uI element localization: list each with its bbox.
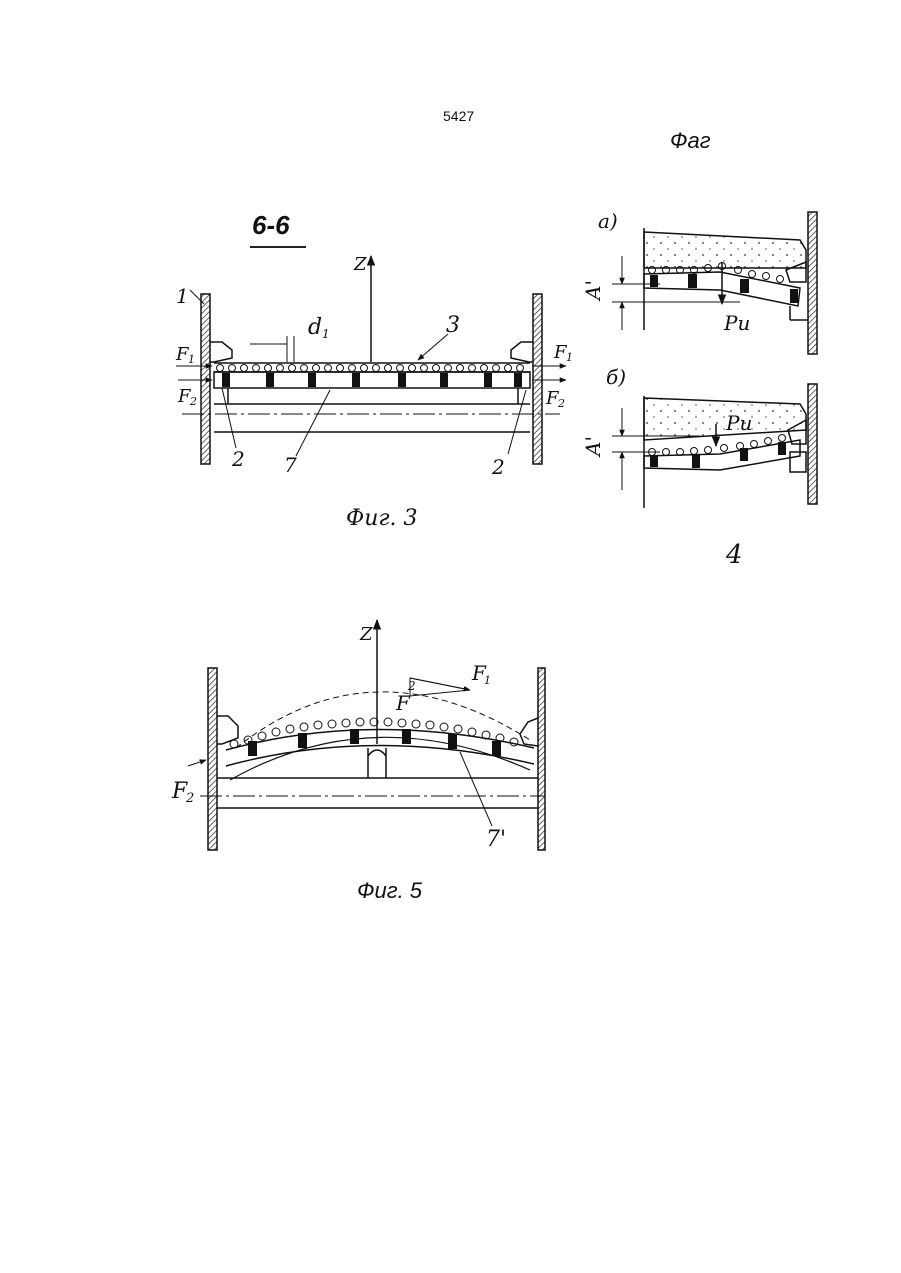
fig3-label-2-right: 2 [491, 455, 505, 479]
figure-5-drawing [188, 620, 545, 850]
fig5-left-wall [208, 668, 217, 850]
fig3-label-7: 7 [284, 453, 297, 477]
fig4-label-pu-bottom: Pu [725, 411, 752, 435]
fig3-right-seal [511, 342, 533, 362]
fig5-label-f2-sup: 2 [407, 679, 416, 693]
fig5-original-position [236, 692, 530, 748]
fig3-label-d: d [308, 315, 322, 340]
fig5-label-f2: F [395, 691, 411, 715]
fig3-label-f1-left-sub: 1 [188, 353, 195, 366]
figure-4a-drawing [612, 212, 817, 354]
fig3-right-wall [533, 294, 542, 464]
fig4b-beam [644, 440, 800, 470]
fig4-label-a-bottom: A' [581, 436, 605, 458]
figure-4b-drawing [612, 384, 817, 508]
fig4b-filling [644, 398, 806, 440]
fig5-label-z: Z [359, 624, 373, 645]
fig3-label-z: Z [353, 254, 367, 275]
fig4-label-pu-top: Pu [723, 311, 750, 335]
fig5-right-wall [538, 668, 545, 850]
fig3-beam [214, 372, 530, 388]
fig5-force-triangle [410, 678, 470, 696]
fig4-label-b: б) [606, 365, 626, 389]
fig3-blocks [222, 373, 522, 387]
fig3-label-d-sub: 1 [322, 327, 330, 341]
fig5-arrow-f2-left [188, 760, 206, 766]
figure-3-drawing [176, 256, 566, 464]
fig3-left-seal [210, 342, 232, 362]
fig5-blocks [248, 729, 501, 756]
fig3-label-2-left: 2 [231, 447, 245, 471]
fig3-label-f2-left-sub: 2 [189, 395, 197, 408]
fig5-label-f1-sub: 1 [484, 674, 491, 687]
fig3-label-3: 3 [446, 313, 460, 338]
fig4-label-a: а) [598, 209, 618, 233]
fig4a-wall [808, 212, 817, 354]
fig3-label-f1-right-sub: 1 [566, 351, 573, 364]
fig4-label-a-top: A' [581, 280, 605, 302]
fig3-left-wall [201, 294, 210, 464]
fig3-ball-row [217, 365, 524, 372]
fig5-right-seal [520, 718, 538, 746]
fig5-label-7: 7' [486, 827, 506, 852]
fig5-beam-bottom [226, 745, 534, 766]
fig3-label-f2-right-sub: 2 [557, 397, 565, 410]
fig3-label-1: 1 [176, 284, 189, 308]
fig5-support [368, 748, 386, 778]
fig4b-wall [808, 384, 817, 504]
fig5-label-f2-left-sub: 2 [185, 791, 194, 806]
fig4a-filling [644, 232, 806, 268]
